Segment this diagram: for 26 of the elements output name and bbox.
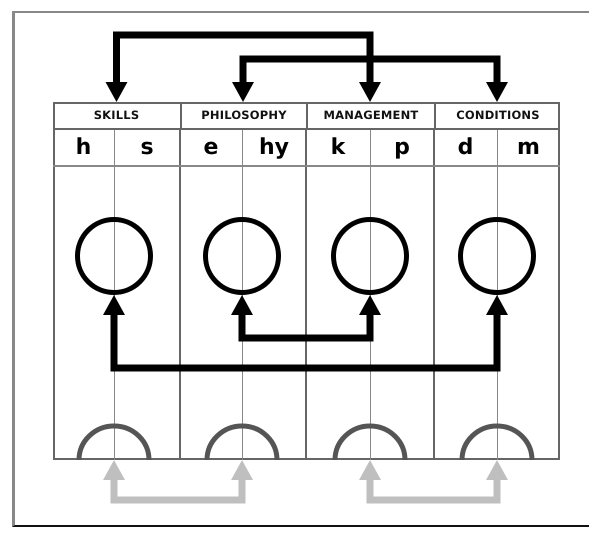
- column-heading: CONDITIONS: [434, 102, 560, 130]
- column-letter: d: [456, 134, 474, 162]
- connector-arrow: [106, 32, 381, 102]
- circle: [331, 217, 409, 295]
- semicircle: [204, 423, 280, 460]
- circle: [458, 217, 536, 295]
- semicircle: [332, 423, 408, 460]
- column-letter: s: [139, 134, 155, 162]
- column-heading: SKILLS: [53, 102, 180, 130]
- column-heading: MANAGEMENT: [306, 102, 434, 130]
- connector-arrow: [232, 56, 508, 102]
- connector-arrow: [231, 295, 381, 342]
- column-letter: h: [74, 134, 92, 162]
- column-heading: PHILOSOPHY: [180, 102, 306, 130]
- connector-arrow: [103, 460, 253, 504]
- column-letter: e: [202, 134, 220, 162]
- semicircle: [459, 423, 535, 460]
- column-letter: hy: [258, 134, 290, 162]
- semicircle: [76, 423, 152, 460]
- circle: [75, 217, 153, 295]
- column-letter: m: [516, 134, 541, 162]
- connector-arrow: [359, 460, 508, 504]
- connector-arrow: [103, 295, 508, 372]
- column-letter: k: [330, 134, 346, 162]
- circle: [203, 217, 281, 295]
- column-letter: p: [393, 134, 411, 162]
